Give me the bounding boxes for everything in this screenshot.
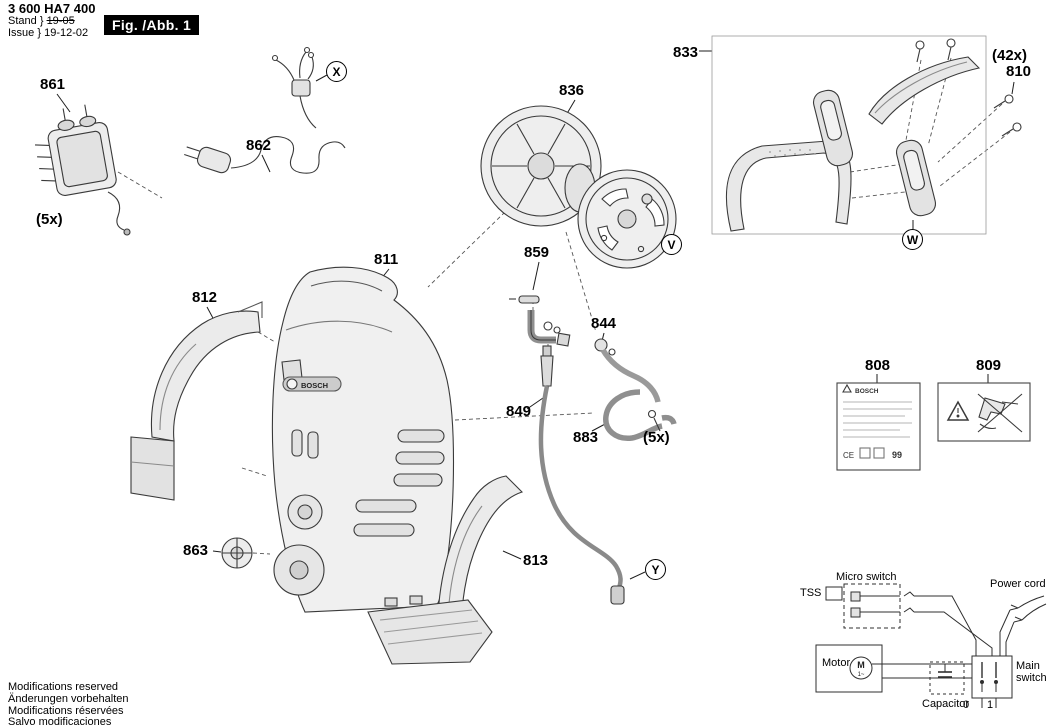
screw-icons: [915, 38, 1022, 137]
part-859-drawing: [509, 295, 571, 347]
figure-label: Fig. /Abb. 1: [104, 15, 200, 35]
part-qty-883: (5x): [643, 429, 670, 446]
revision-stand-line: Stand } 19-05: [8, 15, 75, 27]
grip-texture-dots: [769, 149, 816, 157]
revision-brace-bottom: }: [37, 27, 42, 39]
schematic-label-pos-1: 1: [987, 699, 994, 711]
part-label-833: 833: [673, 44, 699, 61]
footer-line-3: Modifications réservées: [8, 705, 124, 717]
motor-phase-text: 1~: [858, 672, 865, 678]
part-label-808: 808: [865, 357, 891, 374]
callout-x: X: [326, 61, 347, 82]
part-844-drawing: [594, 338, 661, 403]
part-808-card: BOSCH CE 99: [836, 382, 921, 471]
schematic-label-power-cord: Power cord: [990, 578, 1046, 590]
part-label-811: 811: [374, 251, 399, 268]
schematic-label-micro-switch: Micro switch: [836, 571, 897, 583]
card808-text-lines: [843, 401, 912, 438]
part-836-drawing: [480, 105, 677, 269]
part-label-812: 812: [192, 289, 218, 306]
schematic-label-main-switch: Main switch: [1016, 660, 1047, 684]
part-qty-861: (5x): [36, 211, 63, 228]
part-label-844: 844: [591, 315, 617, 332]
footer-line-2: Änderungen vorbehalten: [8, 693, 129, 705]
schematic-label-capacitor: Capacitor: [922, 698, 970, 710]
bosch-badge: BOSCH: [282, 376, 342, 392]
card808-ce-text: CE: [843, 451, 854, 460]
part-883-drawing: [603, 389, 677, 441]
part-label-836: 836: [559, 82, 585, 99]
part-label-813: 813: [523, 552, 549, 569]
schematic-label-motor: Motor: [822, 657, 851, 669]
callout-v: V: [661, 234, 682, 255]
callout-w: W: [902, 229, 923, 250]
part-812-drawing: [130, 301, 263, 501]
part-label-861: 861: [40, 76, 66, 93]
revision-brace-top: }: [39, 15, 44, 27]
doc-part-number: 3 600 HA7 400: [8, 1, 96, 16]
part-862-drawing: [184, 46, 346, 174]
card808-brand-text: BOSCH: [855, 388, 879, 395]
bosch-logo-text: BOSCH: [301, 381, 328, 390]
part-qty-810: (42x): [992, 47, 1028, 64]
part-809-card: [937, 382, 1031, 442]
motor-symbol-text: M: [857, 660, 865, 670]
part-label-862: 862: [246, 137, 272, 154]
stand-label: Stand: [8, 15, 37, 27]
issue-value: 19-12-02: [44, 27, 89, 39]
part-863-drawing: [221, 537, 253, 569]
part-813-drawing: [367, 475, 524, 665]
part-label-849: 849: [506, 403, 532, 420]
part-849-drawing: [538, 345, 625, 605]
revision-issue-line: Issue } 19-12-02: [8, 27, 88, 39]
issue-label: Issue: [8, 27, 35, 39]
part-label-859: 859: [524, 244, 550, 261]
schematic-label-tss: TSS: [800, 587, 822, 599]
part-label-863: 863: [183, 542, 209, 559]
card808-num-text: 99: [892, 450, 902, 460]
part-label-883: 883: [573, 429, 599, 446]
part-861-drawing: [35, 104, 131, 236]
part-833-handle-drawing: [711, 35, 1022, 235]
wiring-diagram: M 1~: [815, 583, 1047, 708]
stand-value: 19-05: [46, 15, 75, 27]
footer-line-1: Modifications reserved: [8, 681, 119, 693]
footer-line-4: Salvo modificaciones: [8, 716, 112, 727]
schematic-label-pos-0: 0: [963, 699, 970, 711]
part-811-body-drawing: BOSCH: [271, 266, 455, 613]
callout-y: Y: [645, 559, 666, 580]
part-label-809: 809: [976, 357, 1002, 374]
part-label-810: 810: [1006, 63, 1032, 80]
